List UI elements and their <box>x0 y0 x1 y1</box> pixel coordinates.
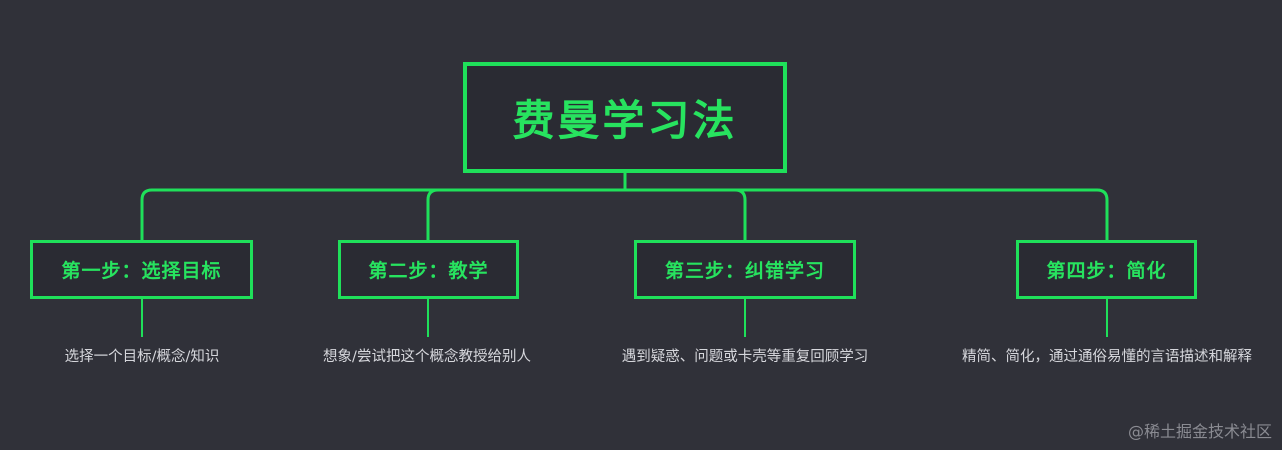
step-node-2: 第二步：教学 <box>338 240 519 299</box>
step-node-1: 第一步：选择目标 <box>30 240 253 299</box>
step-node-4: 第四步：简化 <box>1016 240 1197 299</box>
branch-bus <box>140 188 1109 240</box>
step-description-4: 精简、简化，通过通俗易懂的言语描述和解释 <box>962 349 1252 365</box>
watermark-text: @稀土掘金技术社区 <box>1127 422 1272 441</box>
step-node-3: 第三步：纠错学习 <box>634 240 856 299</box>
step-description-1: 选择一个目标/概念/知识 <box>64 349 220 365</box>
step-description-3: 遇到疑惑、问题或卡壳等重复回顾学习 <box>621 349 869 365</box>
branch-step-2 <box>426 188 439 240</box>
branch-step-3 <box>734 188 747 240</box>
root-node-title: 费曼学习法 <box>463 62 787 173</box>
step-description-2: 想象/尝试把这个概念教授给别人 <box>323 349 531 365</box>
